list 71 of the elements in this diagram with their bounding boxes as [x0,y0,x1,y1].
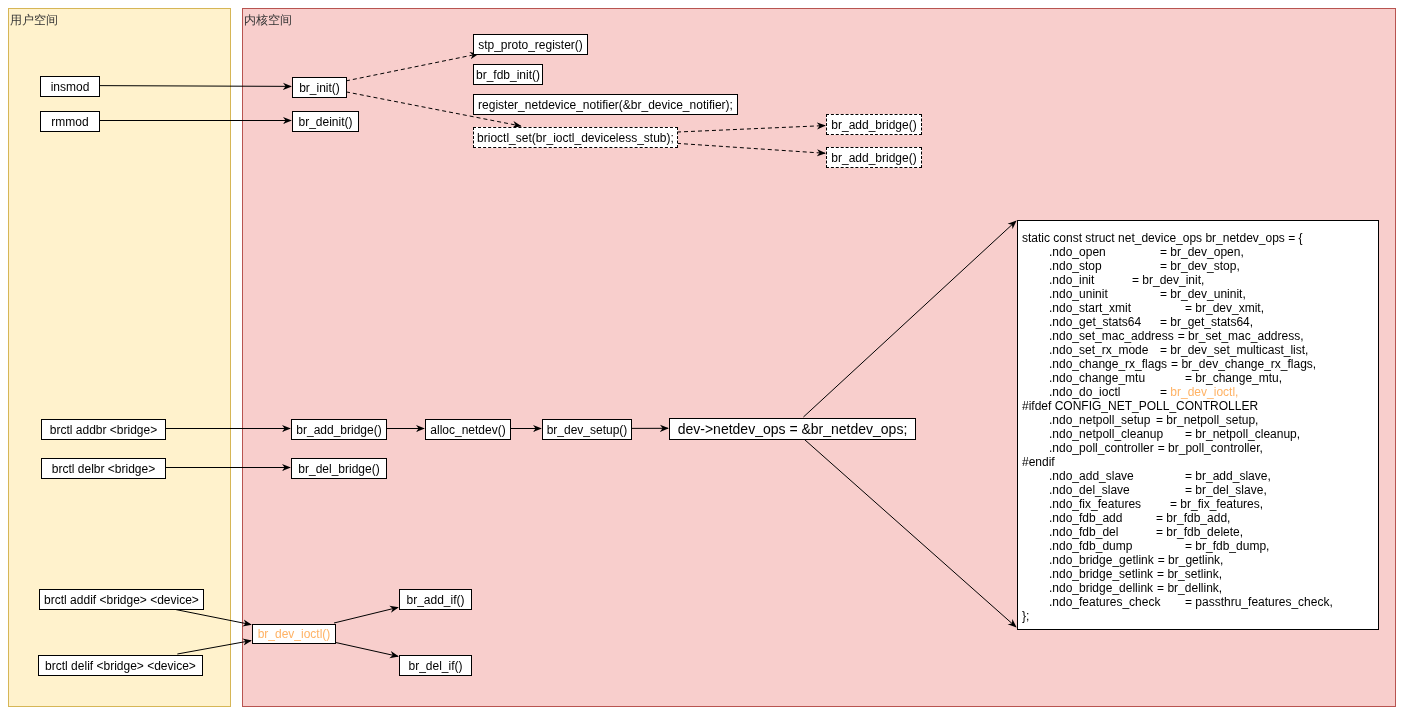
arrow [334,641,399,659]
code-line: .ndo_change_rx_flags = br_dev_change_rx_flags, [1048,357,1318,371]
code-line: .ndo_fdb_dump = br_fdb_dump, [1048,539,1271,553]
function-box: brctl addif <bridge> <device> [39,589,204,610]
function-box: alloc_netdev() [425,419,511,440]
code-line: .ndo_bridge_setlink = br_setlink, [1048,567,1224,581]
arrow [345,91,522,128]
code-line: .ndo_fix_features = br_fix_features, [1048,497,1265,511]
arrow [676,142,826,157]
code-line: .ndo_init = br_dev_init, [1048,273,1206,287]
code-line: .ndo_change_mtu = br_change_mtu, [1048,371,1284,385]
panel-title: 用户空间 [10,12,58,29]
code-line: .ndo_start_xmit = br_dev_xmit, [1048,301,1266,315]
code-line: .ndo_fdb_add = br_fdb_add, [1048,511,1232,525]
function-box: insmod [40,76,100,97]
code-line: .ndo_open = br_dev_open, [1048,245,1245,259]
arrow [345,52,479,82]
code-line: .ndo_add_slave = br_add_slave, [1048,469,1272,483]
function-box: brctl addbr <bridge> [41,419,166,440]
code-line: .ndo_set_rx_mode = br_dev_set_multicast_list, [1048,343,1310,357]
function-box: br_deinit() [292,111,359,132]
function-box: br_add_if() [399,589,472,610]
function-box: brctl delif <bridge> <device> [38,655,203,676]
arrow [803,438,1017,628]
function-box: br_del_if() [399,655,472,676]
function-box: rmmod [40,111,100,132]
arrow [385,424,425,433]
code-line: .ndo_set_mac_address = br_set_mac_address, [1048,329,1305,343]
code-line: .ndo_fdb_del = br_fdb_delete, [1048,525,1245,539]
code-line: static const struct net_device_ops br_netdev_ops = { [1021,231,1304,245]
code-line: .ndo_bridge_getlink = br_getlink, [1048,553,1225,567]
function-box: register_netdevice_notifier(&br_device_notifier); [473,94,738,115]
code-line: }; [1021,609,1031,623]
function-box: br_del_bridge() [291,458,387,479]
code-line: #endif [1021,455,1056,469]
arrow [802,220,1017,418]
function-box: br_add_bridge() [291,419,387,440]
code-line: .ndo_del_slave = br_del_slave, [1048,483,1268,497]
arrow [630,424,669,432]
function-box: br_init() [292,77,347,98]
arrow [164,463,291,472]
code-line: .ndo_poll_controller = br_poll_controller, [1048,441,1264,455]
arrow [333,605,399,624]
code-line: .ndo_netpoll_cleanup = br_netpoll_cleanup, [1048,427,1302,441]
code-line: .ndo_do_ioctl = br_dev_ioctl, [1048,385,1240,399]
function-box: brioctl_set(br_ioctl_deviceless_stub); [473,127,678,148]
function-box: br_add_bridge() [826,147,922,168]
function-box: br_add_bridge() [826,114,922,135]
arrow [176,638,252,655]
code-line: .ndo_bridge_dellink = br_dellink, [1048,581,1224,595]
function-box: stp_proto_register() [473,34,588,55]
code-line: .ndo_get_stats64 = br_get_stats64, [1048,315,1255,329]
code-line: .ndo_features_check = passthru_features_check, [1048,595,1334,609]
function-box: br_fdb_init() [473,64,543,85]
function-box: dev->netdev_ops = &br_netdev_ops; [669,418,916,440]
swimlane-panel [8,8,231,707]
function-box: brctl delbr <bridge> [41,458,166,479]
code-line: .ndo_stop = br_dev_stop, [1048,259,1241,273]
function-box: br_dev_ioctl() [252,624,336,644]
swimlane-panel [242,8,1396,707]
code-line: #ifdef CONFIG_NET_POLL_CONTROLLER [1021,399,1260,413]
arrow [98,116,292,125]
arrow [676,122,826,133]
arrow [164,424,291,433]
arrow [98,82,292,90]
code-line: .ndo_uninit = br_dev_uninit, [1048,287,1247,301]
function-box: br_dev_setup() [542,419,632,440]
panel-title: 内核空间 [244,12,292,29]
code-line: .ndo_netpoll_setup = br_netpoll_setup, [1048,413,1260,427]
code-box [1017,220,1379,630]
arrow [509,424,542,433]
